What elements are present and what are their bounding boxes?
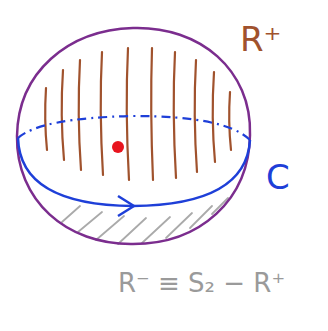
- curve-label: C: [266, 160, 290, 194]
- red-point: [112, 141, 124, 153]
- region-label: R⁺: [240, 22, 282, 56]
- sphere-outline: [17, 28, 250, 244]
- equator-back: [18, 116, 250, 140]
- complement-label: R⁻ ≡ S₂ − R⁺: [118, 270, 285, 296]
- orientation-arrow: [118, 196, 134, 216]
- equator-front: [18, 138, 250, 206]
- upper-hatching: [45, 48, 231, 180]
